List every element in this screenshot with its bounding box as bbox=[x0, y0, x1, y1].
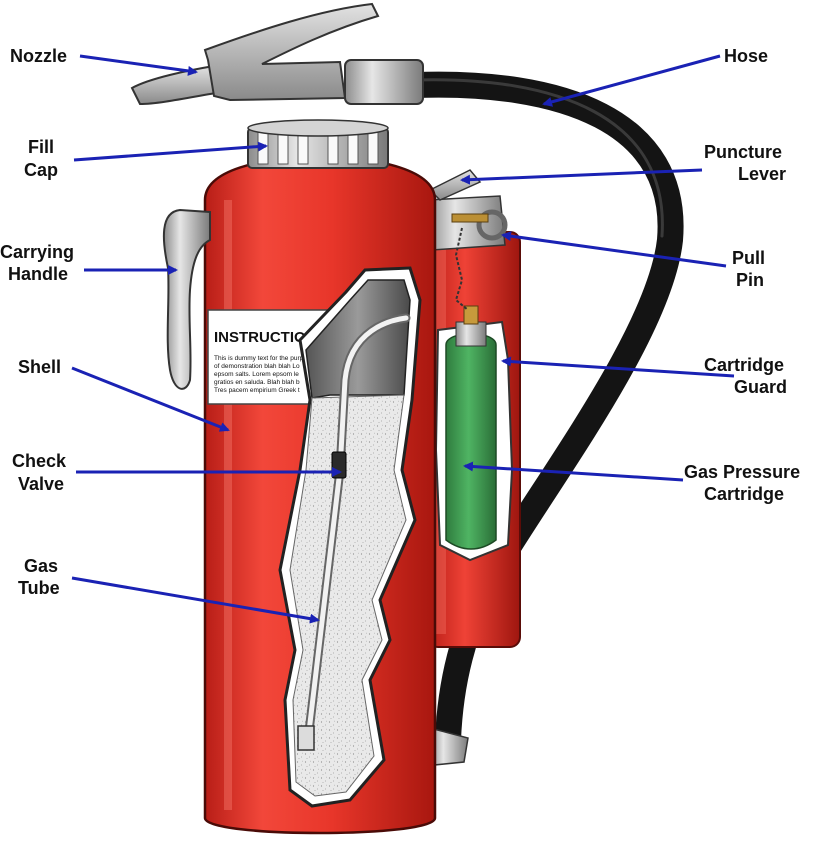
label-gas-tube: Gas bbox=[24, 556, 58, 576]
label-hose: Hose bbox=[724, 46, 768, 66]
label-gas-pressure-cartridge: Cartridge bbox=[704, 484, 784, 504]
arrow-nozzle bbox=[79, 54, 198, 76]
label-gas-tube: Tube bbox=[18, 578, 60, 598]
label-shell: Shell bbox=[18, 357, 61, 377]
gas-pressure-cartridge bbox=[434, 305, 514, 562]
shell-cutaway bbox=[278, 266, 422, 808]
instruction-line: of demonstration blah blah Lo bbox=[214, 363, 300, 370]
label-fill-cap: Fill bbox=[28, 137, 54, 157]
label-check-valve: Valve bbox=[18, 474, 64, 494]
label-fill-cap: Cap bbox=[24, 160, 58, 180]
instruction-line: epsom salts. Lorem epsom le bbox=[214, 371, 299, 378]
arrow-shell bbox=[71, 366, 230, 432]
instruction-title: INSTRUCTION bbox=[214, 329, 317, 346]
instruction-line: Tres pacem empirium Greek t bbox=[214, 387, 300, 394]
label-pull-pin: Pin bbox=[736, 270, 764, 290]
label-puncture-lever: Lever bbox=[738, 164, 786, 184]
label-puncture-lever: Puncture bbox=[704, 142, 782, 162]
arrow-puncture-lever bbox=[460, 168, 703, 185]
leader-arrows bbox=[71, 54, 735, 624]
arrow-gas-tube bbox=[71, 576, 320, 624]
label-gas-pressure-cartridge: Gas Pressure bbox=[684, 462, 800, 482]
instruction-line: This is dummy text for the purp bbox=[214, 355, 304, 362]
fill-cap bbox=[247, 119, 389, 169]
arrow-hose bbox=[542, 54, 721, 107]
arrow-fill-cap bbox=[73, 141, 268, 162]
label-nozzle: Nozzle bbox=[10, 46, 67, 66]
arrow-gas-cartridge bbox=[463, 461, 684, 482]
nozzle bbox=[130, 2, 424, 106]
labels: Nozzle Fill Cap Carrying Handle Shell Ch… bbox=[0, 46, 800, 598]
arrow-pull-pin bbox=[501, 231, 727, 268]
label-cartridge-guard: Cartridge bbox=[704, 355, 784, 375]
label-pull-pin: Pull bbox=[732, 248, 765, 268]
label-check-valve: Check bbox=[12, 451, 67, 471]
label-carrying-handle: Handle bbox=[8, 264, 68, 284]
label-carrying-handle: Carrying bbox=[0, 242, 74, 262]
instruction-line: gratios en saluda. Blah blah b bbox=[214, 379, 300, 386]
arrow-cartridge-guard bbox=[501, 356, 735, 378]
label-cartridge-guard: Guard bbox=[734, 377, 787, 397]
carrying-handle bbox=[162, 208, 211, 390]
